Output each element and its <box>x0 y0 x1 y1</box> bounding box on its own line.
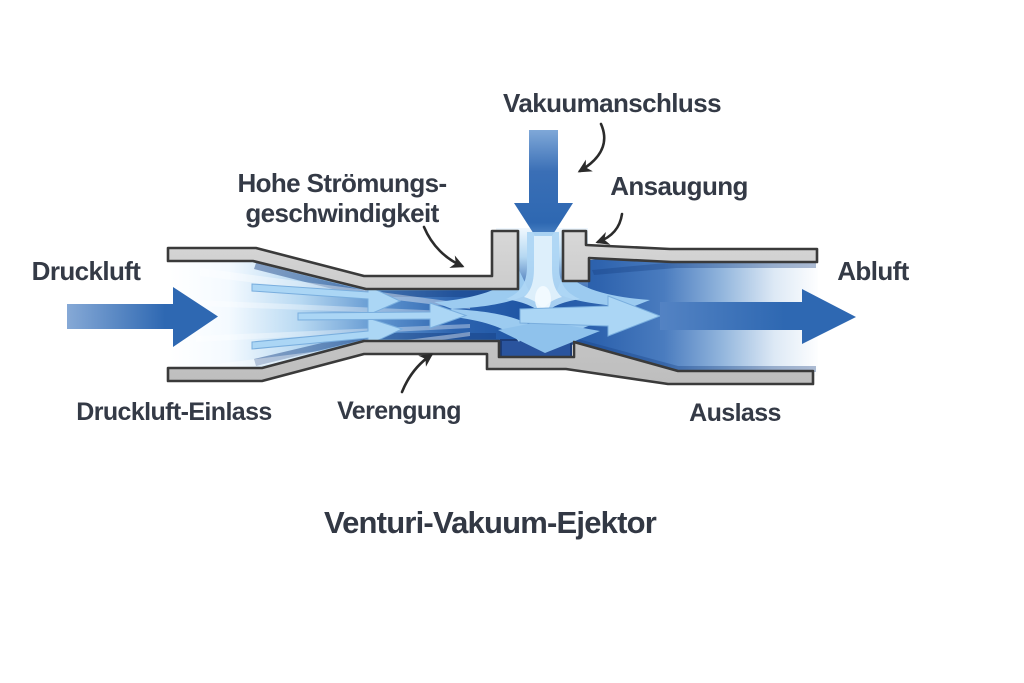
label-exhaust-air: Abluft <box>837 256 909 286</box>
fountain-core <box>535 286 551 312</box>
abluft-arrow <box>660 289 856 344</box>
ansaugung-pointer-arrow <box>595 212 624 245</box>
high-velocity-pointer-arrow <box>422 225 465 268</box>
label-high-flow-velocity-line1: Hohe Strömungs- <box>237 168 447 198</box>
label-constriction: Verengung <box>337 397 461 425</box>
flow-diamond <box>498 321 600 353</box>
wing-upper-left <box>434 270 530 309</box>
flow-streamlines <box>251 232 662 353</box>
shade-top-diffuser <box>592 262 816 275</box>
shade-bottom-converging <box>254 333 496 366</box>
label-outlet: Auslass <box>689 399 781 427</box>
label-compressed-air: Druckluft <box>31 256 141 286</box>
wall-top-left <box>166 229 520 291</box>
diagram-title: Venturi-Vakuum-Ejektor <box>323 505 657 540</box>
wall-bottom <box>166 339 815 386</box>
vacuum-down-arrow <box>514 130 573 249</box>
pipe-walls <box>166 229 819 386</box>
druckluft-arrow <box>67 287 218 347</box>
verengung-pointer-arrow <box>400 353 434 394</box>
streamline-arrow-lower <box>251 317 404 350</box>
wall-top-right <box>561 229 819 283</box>
vakuumanschluss-pointer-arrow <box>577 122 606 173</box>
label-compressed-air-inlet: Druckluft-Einlass <box>76 398 272 426</box>
fountain-inner <box>524 236 562 310</box>
label-high-flow-velocity: Hohe Strömungs- geschwindigkeit <box>222 168 462 228</box>
annotation-arrows <box>400 122 624 394</box>
streamline-arrow-center <box>297 302 468 329</box>
wing-upper-right <box>556 270 650 307</box>
streamline-arrow-exit <box>519 295 662 337</box>
label-high-flow-velocity-line2: geschwindigkeit <box>245 198 439 228</box>
shade-top-converging <box>254 263 496 297</box>
streamline-arrow-upper <box>251 283 402 316</box>
label-suction: Ansaugung <box>610 171 748 201</box>
label-vacuum-connection: Vakuumanschluss <box>503 88 721 118</box>
